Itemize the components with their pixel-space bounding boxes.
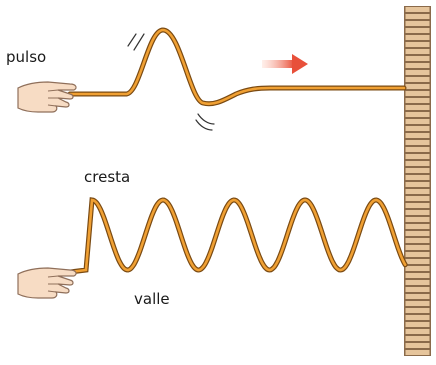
wall-brick	[405, 147, 430, 152]
wall-brick	[405, 196, 430, 201]
trough-label: valle	[134, 290, 170, 308]
wall-brick	[405, 140, 430, 145]
crest-label: cresta	[84, 168, 131, 186]
wall-brick	[405, 112, 430, 117]
wall-brick	[405, 308, 430, 313]
wall-brick	[405, 182, 430, 187]
wall-brick	[405, 336, 430, 341]
brick-wall-icon	[404, 6, 431, 356]
wall-brick	[405, 189, 430, 194]
wall-brick	[405, 217, 430, 222]
wall-brick	[405, 168, 430, 173]
wall-brick	[405, 259, 430, 264]
wall-brick	[405, 273, 430, 278]
wall-brick	[405, 231, 430, 236]
wall-brick	[405, 301, 430, 306]
wall-brick	[405, 322, 430, 327]
wall-brick	[405, 70, 430, 75]
wall-brick	[405, 14, 430, 19]
wave-rope	[67, 197, 408, 275]
wall-brick	[405, 49, 430, 54]
wall-brick	[405, 126, 430, 131]
wall-brick	[405, 161, 430, 166]
wall-brick	[405, 343, 430, 348]
hand-icon	[17, 81, 77, 113]
motion-marks	[127, 33, 215, 131]
wall-brick	[405, 63, 430, 68]
wall-brick	[405, 175, 430, 180]
pulse-label: pulso	[6, 48, 47, 66]
wall-brick	[405, 7, 430, 12]
wall-brick	[405, 42, 430, 47]
wall-brick	[405, 329, 430, 334]
wall-brick	[405, 133, 430, 138]
wall-brick	[405, 294, 430, 299]
wall-brick	[405, 203, 430, 208]
hand-icon	[17, 267, 77, 299]
wall-brick	[405, 28, 430, 33]
wall-brick	[405, 35, 430, 40]
wall-brick	[405, 350, 430, 355]
wall-brick	[405, 280, 430, 285]
wall-brick	[405, 154, 430, 159]
wall-brick	[405, 105, 430, 110]
wall-brick	[405, 77, 430, 82]
wall-brick	[405, 238, 430, 243]
wall-brick	[405, 91, 430, 96]
wall-brick	[405, 210, 430, 215]
wall-brick	[405, 119, 430, 124]
wall-brick	[405, 252, 430, 257]
wall-brick	[405, 21, 430, 26]
arrow-right-icon	[262, 54, 308, 74]
pulse-rope	[67, 27, 407, 107]
wall-brick	[405, 98, 430, 103]
wall-brick	[405, 56, 430, 61]
wall-brick	[405, 266, 430, 271]
wall-brick	[405, 315, 430, 320]
wall-brick	[405, 84, 430, 89]
wall-brick	[405, 224, 430, 229]
wall-brick	[405, 245, 430, 250]
wall-brick	[405, 287, 430, 292]
